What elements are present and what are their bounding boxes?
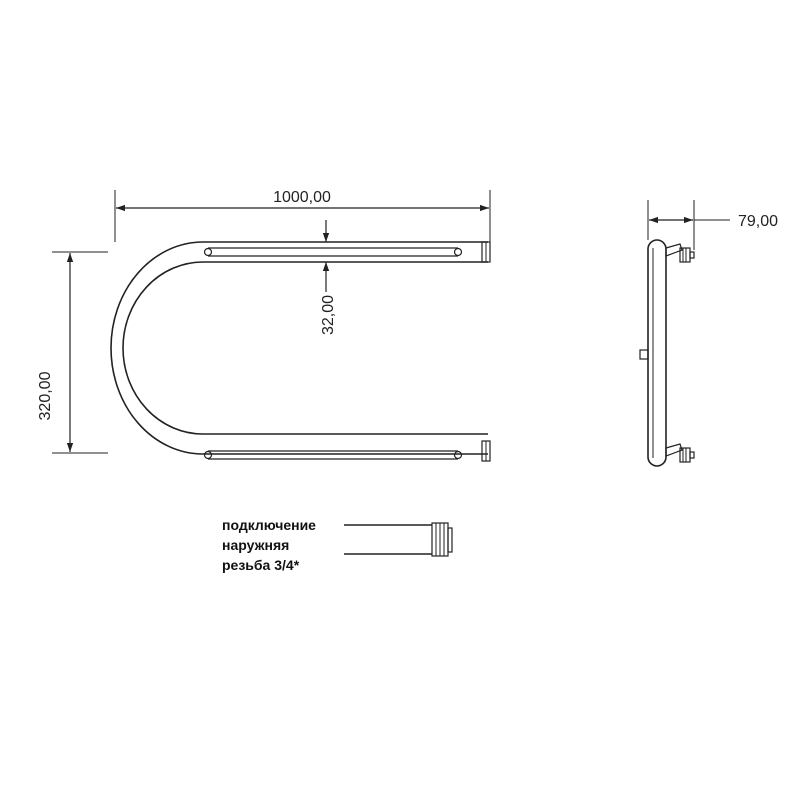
connection-note-line1: подключение (222, 517, 316, 533)
connection-note-line3: резьба 3/4* (222, 557, 300, 573)
connection-note: подключение наружняя резьба 3/4* (222, 517, 453, 573)
top-rail-right-bolt (453, 247, 463, 257)
side-view-top-fitting (665, 243, 695, 263)
top-rail-left-bolt (203, 247, 213, 257)
towel-rail-tube (110, 241, 488, 455)
depth-dimension: 79,00 (647, 200, 778, 250)
tube-gap-label: 32,00 (320, 295, 337, 335)
width-label: 1000,00 (273, 189, 331, 206)
side-view-bottom-fitting (665, 443, 695, 463)
connection-note-line2: наружняя (222, 537, 289, 553)
bottom-connection-end (481, 440, 491, 462)
towel-rail-tube-inner (122, 261, 488, 435)
top-rail (203, 247, 463, 257)
threaded-fitting-detail (344, 522, 453, 557)
width-dimension: 1000,00 (114, 189, 491, 242)
height-dimension: 320,00 (37, 251, 108, 454)
side-view-wall-mount (639, 349, 649, 360)
top-connection-end (481, 241, 491, 263)
bottom-rail (203, 450, 463, 460)
tube-gap-dimension: 32,00 (320, 220, 337, 335)
side-view-body (647, 239, 667, 467)
side-view: 79,00 (639, 200, 778, 467)
depth-label: 79,00 (738, 213, 778, 230)
front-view: 1000,00 320,00 32,00 (37, 189, 491, 462)
bottom-rail-left-bolt (203, 450, 213, 460)
height-label: 320,00 (37, 371, 54, 420)
bottom-rail-right-bolt (453, 450, 463, 460)
